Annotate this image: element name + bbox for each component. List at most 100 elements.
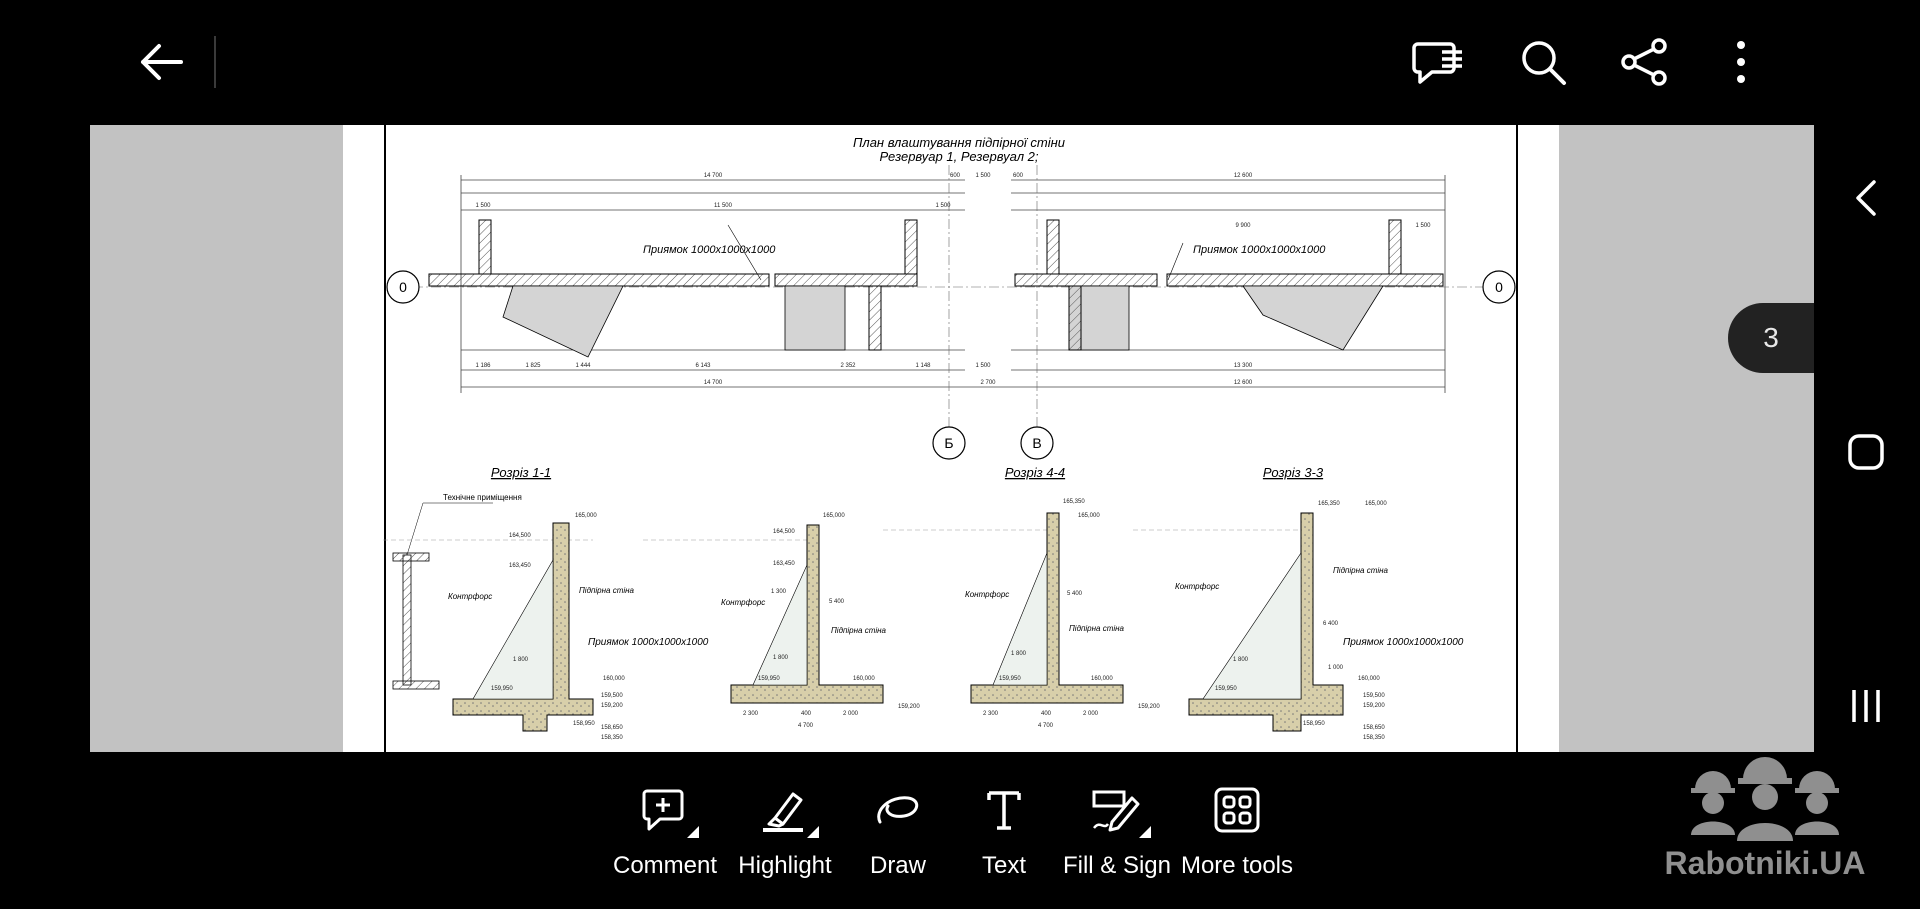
engineering-drawing: План влаштування підпірної стіни Резерву… [383, 125, 1518, 752]
plan-wall-right-a [1014, 273, 1158, 287]
elev-165350-s4: 165,350 [1063, 499, 1085, 505]
dim-2300-s4: 2 300 [983, 711, 999, 717]
section-3-title: Розріз 3-3 [1263, 465, 1324, 480]
elev-159200-s3: 159,200 [1363, 703, 1385, 709]
axis-marker-b [932, 426, 966, 460]
elev-164500-s2: 164,500 [773, 529, 795, 535]
section-4-title: Розріз 4-4 [1005, 465, 1065, 480]
elev-160000-s2: 160,000 [853, 676, 875, 682]
elev-160000-s3: 160,000 [1358, 676, 1380, 682]
elev-159500-s3: 159,500 [1363, 693, 1385, 699]
more-tools-label: More tools [1180, 852, 1294, 879]
dim-1000-s3: 1 000 [1328, 665, 1344, 671]
drawing-subtitle: Резервуар 1, Резервуал 2; [879, 149, 1038, 164]
axis-label-0-left: 0 [399, 279, 407, 295]
axis-marker-0-left [386, 270, 420, 304]
highlight-tool-button[interactable]: Highlight [725, 780, 845, 890]
section-1-wall-profile [452, 522, 594, 732]
elev-165000: 165,000 [575, 513, 597, 519]
grid-four-icon [1207, 780, 1267, 840]
section-2-retaining-wall: Підпірна стіна [831, 626, 887, 635]
plan-wall-right-b [1166, 273, 1444, 287]
fill-sign-tool-button[interactable]: Fill & Sign [1057, 780, 1177, 890]
plan-wall-mid [774, 273, 918, 287]
fill-sign-tool-label: Fill & Sign [1062, 852, 1172, 879]
section-3-retaining-wall: Підпірна стіна [1333, 566, 1389, 575]
comment-list-icon [1412, 42, 1462, 84]
elev-163450: 163,450 [509, 563, 531, 569]
draw-loop-icon [868, 780, 928, 840]
dim-top-left-total: 14 700 [704, 173, 723, 179]
dim-9900: 9 900 [1235, 223, 1251, 229]
elev-160000-s4: 160,000 [1091, 676, 1113, 682]
system-nav-bar [1814, 0, 1920, 909]
elev-158350-s3: 158,350 [1363, 735, 1385, 741]
arrow-left-icon [141, 44, 183, 80]
document-viewport[interactable]: План влаштування підпірної стіни Резерву… [90, 125, 1814, 752]
plan-wall-left [428, 273, 770, 287]
watermark: Rabotniki.UA [1640, 755, 1890, 895]
rounded-square-icon [1848, 434, 1884, 470]
highlight-tool-label: Highlight [738, 852, 832, 879]
dim-2000-s2: 2 000 [843, 711, 859, 717]
comment-tool-label: Comment [612, 852, 718, 879]
elev-165000-s4: 165,000 [1078, 513, 1100, 519]
dim-1800-s1: 1 800 [513, 657, 529, 663]
highlighter-icon [755, 780, 819, 840]
section-3-counterfort: Контрфорс [1175, 582, 1219, 591]
dim-1300-s2: 1 300 [771, 589, 787, 595]
elev-158950-s3: 158,950 [1303, 721, 1325, 727]
drawing-title: План влаштування підпірної стіни [853, 135, 1065, 150]
dim-6400-s3: 6 400 [1323, 621, 1339, 627]
nav-back-button[interactable] [1836, 168, 1896, 228]
dim-bottom-1186: 1 186 [475, 363, 491, 369]
elev-158950: 158,950 [573, 721, 595, 727]
page-number-badge[interactable]: 3 [1728, 303, 1814, 373]
dim-1800-s2: 1 800 [773, 655, 789, 661]
dim-bottom-12600: 12 600 [1234, 380, 1253, 386]
plan-pit-label-right: Приямок 1000х1000х1000 [1193, 244, 1326, 256]
dim-1500-left: 1 500 [475, 203, 491, 209]
comments-button[interactable] [1406, 30, 1470, 94]
elev-158650: 158,650 [601, 725, 623, 731]
search-button[interactable] [1511, 30, 1575, 94]
dim-400-s2: 400 [801, 711, 812, 717]
workers-helmet-logo-icon [1691, 757, 1839, 841]
axis-marker-v [1020, 426, 1054, 460]
dim-bottom-14700: 14 700 [704, 380, 723, 386]
comment-tool-button[interactable]: Comment [605, 780, 725, 890]
draw-tool-button[interactable]: Draw [838, 780, 958, 890]
dim-11500: 11 500 [714, 203, 733, 209]
text-tool-label: Text [981, 852, 1026, 879]
elev-159950-s4: 159,950 [999, 676, 1021, 682]
axis-label-v: В [1032, 435, 1041, 451]
fill-sign-icon [1087, 780, 1151, 840]
section-1-pit-label: Приямок 1000х1000х1000 [588, 637, 709, 648]
pdf-page: План влаштування підпірної стіни Резерву… [343, 125, 1559, 752]
dim-bottom-1444: 1 444 [575, 363, 591, 369]
elev-165350-s3: 165,350 [1318, 501, 1340, 507]
dim-2300-s2: 2 300 [743, 711, 759, 717]
nav-home-button[interactable] [1836, 422, 1896, 482]
elev-159500: 159,500 [601, 693, 623, 699]
elev-165000-s3: 165,000 [1365, 501, 1387, 507]
section-4-retaining-wall: Підпірна стіна [1069, 624, 1125, 633]
dim-1500-right: 1 500 [935, 203, 951, 209]
dim-400-s4: 400 [1041, 711, 1052, 717]
nav-recents-button[interactable] [1836, 676, 1896, 736]
back-button[interactable] [130, 30, 194, 94]
dim-bottom-6143: 6 143 [695, 363, 711, 369]
dim-1800-s4: 1 800 [1011, 651, 1027, 657]
share-button[interactable] [1612, 30, 1676, 94]
dim-2000-s4: 2 000 [1083, 711, 1099, 717]
section-3-pit-label: Приямок 1000х1000х1000 [1343, 637, 1464, 648]
more-vertical-icon [1737, 41, 1745, 83]
more-options-button[interactable] [1709, 30, 1773, 94]
dim-4700-s2: 4 700 [798, 723, 814, 729]
dim-top-right-total: 12 600 [1234, 173, 1253, 179]
text-tool-button[interactable]: Text [944, 780, 1064, 890]
dim-600-a: 600 [950, 173, 961, 179]
more-tools-button[interactable]: More tools [1177, 780, 1297, 890]
section-4-counterfort: Контрфорс [965, 590, 1009, 599]
dim-bottom-1500: 1 500 [975, 363, 991, 369]
